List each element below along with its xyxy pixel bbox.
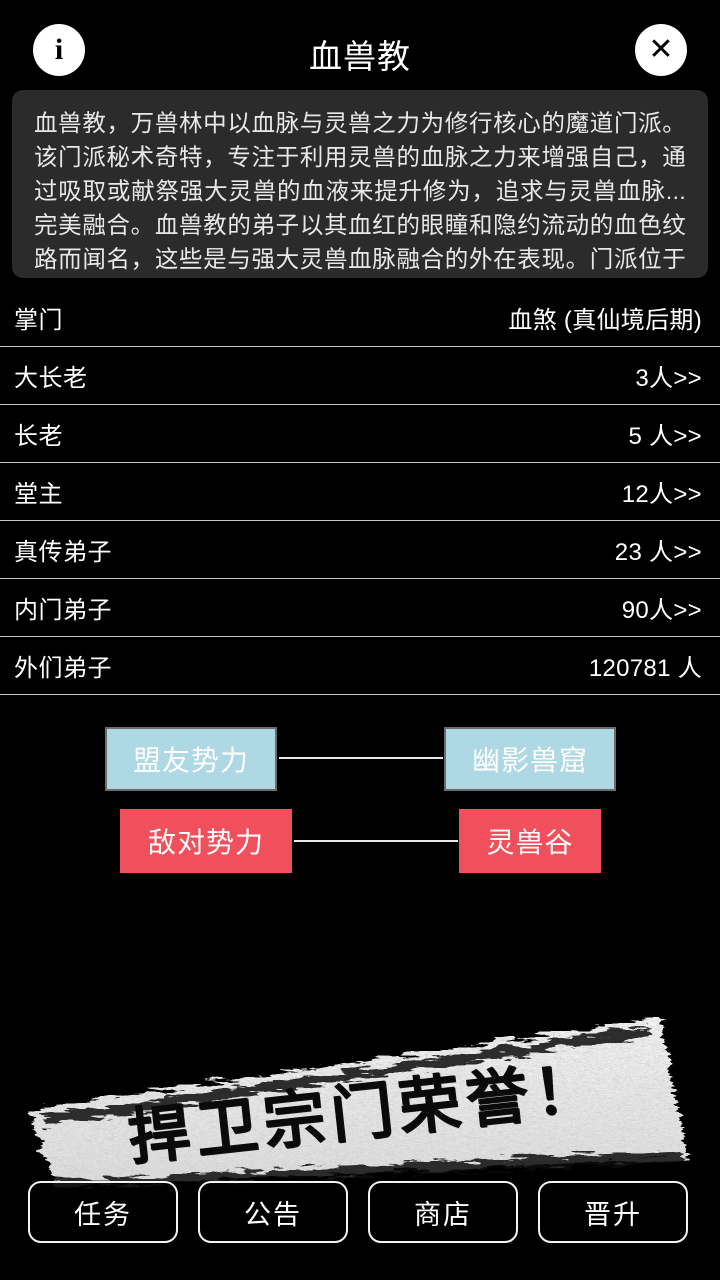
relation-connector-ally <box>279 757 443 759</box>
sect-description-card[interactable]: 血兽教，万兽林中以血脉与灵兽之力为修行核心的魔道门派。该门派秘术奇特，专注于利用… <box>12 90 708 278</box>
info-icon[interactable]: i <box>33 24 85 76</box>
slogan-text: 捍卫宗门荣誉！ <box>124 1053 605 1173</box>
promotion-button[interactable]: 晋升 <box>538 1181 688 1243</box>
table-row[interactable]: 堂主 12人>> <box>0 463 720 521</box>
table-row[interactable]: 内门弟子 90人>> <box>0 579 720 637</box>
sect-roster-list: 掌门 血煞 (真仙境后期) 大长老 3人>> 长老 5 人>> 堂主 12人>>… <box>0 289 720 695</box>
roster-label: 长老 <box>14 423 63 450</box>
close-glyph: ✕ <box>648 33 674 66</box>
roster-label: 堂主 <box>14 481 63 508</box>
table-row[interactable]: 大长老 3人>> <box>0 347 720 405</box>
roster-label: 外们弟子 <box>14 655 112 682</box>
roster-label: 大长老 <box>14 365 88 392</box>
bottom-action-bar: 任务 公告 商店 晋升 <box>0 1177 720 1247</box>
roster-label: 内门弟子 <box>14 597 112 624</box>
sect-description-text: 血兽教，万兽林中以血脉与灵兽之力为修行核心的魔道门派。该门派秘术奇特，专注于利用… <box>34 110 686 272</box>
shop-button[interactable]: 商店 <box>368 1181 518 1243</box>
roster-value: 90人>> <box>621 597 702 624</box>
close-icon[interactable]: ✕ <box>635 24 687 76</box>
table-row[interactable]: 真传弟子 23 人>> <box>0 521 720 579</box>
roster-value: 23 人>> <box>614 539 702 566</box>
relation-connector-enemy <box>294 840 458 842</box>
roster-value: 120781 人 <box>588 655 702 682</box>
roster-value: 3人>> <box>635 365 702 392</box>
roster-label: 掌门 <box>14 307 63 334</box>
roster-label: 真传弟子 <box>14 539 112 566</box>
roster-value: 12人>> <box>621 481 702 508</box>
tasks-button[interactable]: 任务 <box>28 1181 178 1243</box>
table-row[interactable]: 外们弟子 120781 人 <box>0 637 720 695</box>
brush-stroke-graphic <box>28 1018 688 1190</box>
relation-ally-target-box[interactable]: 幽影兽窟 <box>444 727 616 791</box>
slogan-text-wrapper: 捍卫宗门荣誉！ <box>0 990 720 1205</box>
page-title: 血兽教 <box>309 38 411 75</box>
relation-enemy-label-box[interactable]: 敌对势力 <box>120 809 292 873</box>
roster-value: 5 人>> <box>628 423 702 450</box>
header-bar: i 血兽教 ✕ <box>0 0 720 90</box>
announcements-button[interactable]: 公告 <box>198 1181 348 1243</box>
relation-ally-label-box[interactable]: 盟友势力 <box>105 727 277 791</box>
relation-enemy-target-box[interactable]: 灵兽谷 <box>459 809 601 873</box>
info-glyph: i <box>54 33 64 66</box>
roster-value: 血煞 (真仙境后期) <box>508 307 702 334</box>
table-row[interactable]: 掌门 血煞 (真仙境后期) <box>0 289 720 347</box>
table-row[interactable]: 长老 5 人>> <box>0 405 720 463</box>
slogan-banner: 捍卫宗门荣誉！ <box>0 990 720 1205</box>
